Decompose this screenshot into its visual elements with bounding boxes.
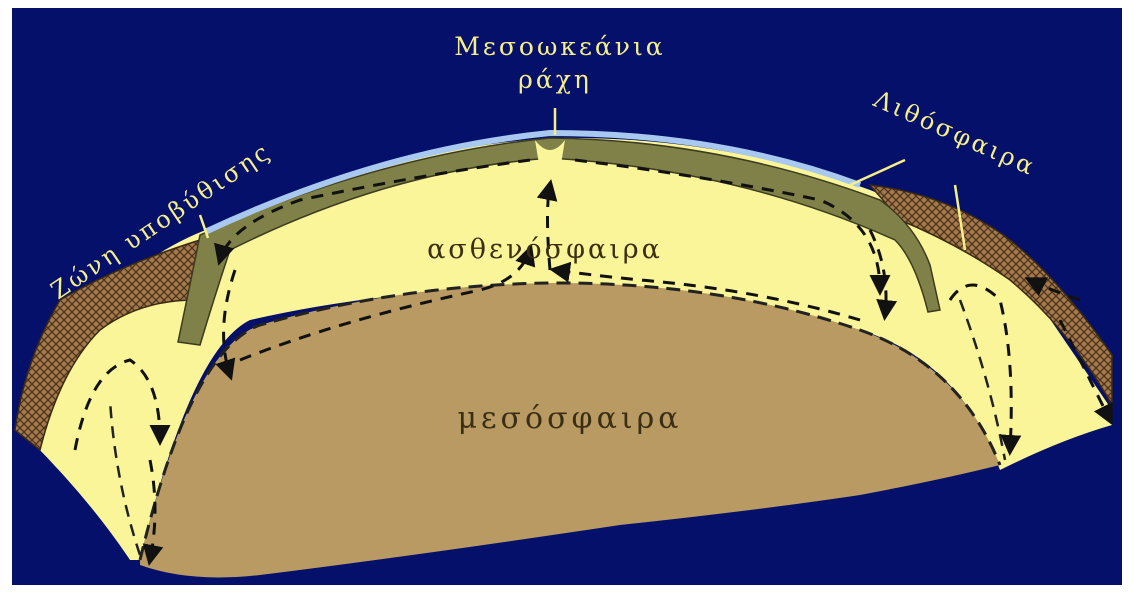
mesosphere-label: μεσόσφαιρα [458, 401, 683, 436]
ridge-label-line2: ράχη [518, 65, 592, 94]
ridge-label-line1: Μεσοωκεάνια [454, 32, 665, 61]
asthenosphere-label: ασθενόσφαιρα [427, 234, 663, 265]
